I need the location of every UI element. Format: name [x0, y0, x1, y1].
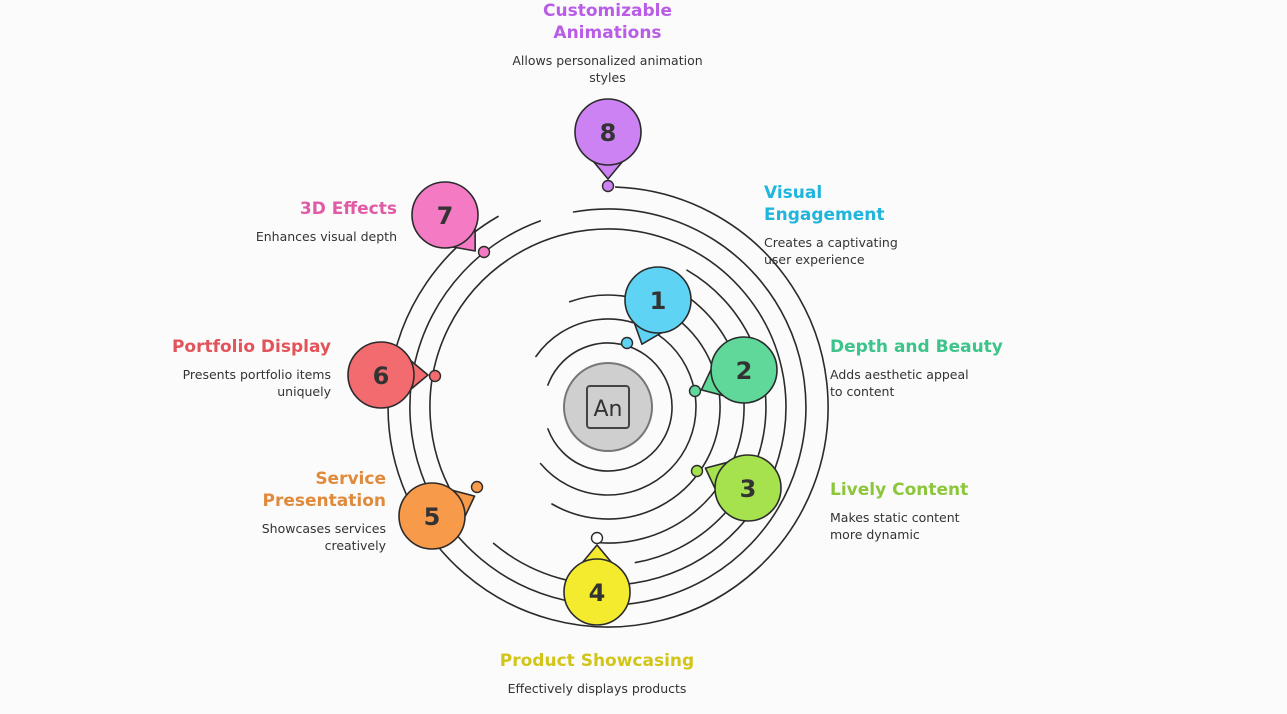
description-line: more dynamic	[830, 527, 920, 542]
label-title: Product Showcasing	[499, 651, 695, 671]
step-bubble-5: 5	[398, 480, 484, 550]
label-title: Visual Engagement	[764, 182, 964, 226]
step-bubble-4: 4	[563, 531, 631, 626]
animate-app-icon	[586, 385, 630, 429]
step-bubble-1: 1	[620, 266, 692, 350]
label-description: Allows personalized animation styles	[490, 52, 725, 86]
step-bubble-3: 3	[690, 454, 782, 522]
orbit-dot	[470, 480, 484, 494]
bubble-number: 6	[373, 362, 390, 390]
label-title: Service Presentation	[196, 468, 386, 512]
step-bubble-7: 7	[411, 181, 491, 259]
label-title: Customizable Animations	[490, 0, 725, 44]
label-service-presentation: Service Presentation Showcases services …	[196, 468, 386, 554]
label-description: Makes static content more dynamic	[830, 509, 1030, 543]
description-line: styles	[589, 70, 626, 85]
orbit-arc	[547, 342, 673, 472]
orbit-arc	[595, 278, 745, 544]
label-depth-and-beauty: Depth and Beauty Adds aesthetic appeal t…	[830, 336, 1030, 400]
description-line: Showcases services	[261, 521, 386, 536]
bubble-fill	[400, 484, 464, 548]
orbit-dot	[620, 336, 634, 350]
bubble-number: 3	[740, 475, 757, 503]
label-description: Showcases services creatively	[196, 520, 386, 554]
bubble-number: 8	[600, 119, 617, 147]
step-bubble-6: 6	[347, 341, 442, 409]
label-description: Enhances visual depth	[197, 228, 397, 245]
label-lively-content: Lively Content Makes static content more…	[830, 479, 1030, 543]
center-logo: An	[563, 362, 653, 452]
orbit-arc	[634, 269, 767, 564]
bubble-fill	[716, 456, 780, 520]
bubble-number: 5	[424, 503, 441, 531]
description-line: to content	[830, 384, 895, 399]
description-line: Adds aesthetic appeal	[830, 367, 969, 382]
description-line: Effectively displays products	[507, 681, 687, 696]
step-bubbles: 1 2 3 4 5 6 7 8	[347, 98, 782, 626]
bubble-fill	[712, 338, 776, 402]
label-description: Adds aesthetic appeal to content	[830, 366, 1030, 400]
description-line: uniquely	[277, 384, 331, 399]
bubble-number: 2	[736, 357, 753, 385]
label-3d-effects: 3D Effects Enhances visual depth	[197, 198, 397, 245]
label-visual-engagement: Visual Engagement Creates a captivating …	[764, 182, 964, 268]
orbit-dot	[590, 531, 604, 545]
label-title: Depth and Beauty	[830, 337, 1003, 357]
bubble-number: 7	[437, 202, 454, 230]
step-bubble-8: 8	[574, 98, 642, 193]
label-title: Lively Content	[830, 480, 969, 500]
label-title: Portfolio Display	[171, 337, 331, 357]
bubble-number: 4	[589, 579, 606, 607]
label-title: 3D Effects	[299, 199, 397, 219]
label-portfolio-display: Portfolio Display Presents portfolio ite…	[131, 336, 331, 400]
description-line: Allows personalized animation	[512, 53, 703, 68]
orbit-dot	[601, 179, 615, 193]
bubble-fill	[349, 343, 413, 407]
orbit-arc	[429, 228, 787, 586]
title-line: Engagement	[764, 205, 885, 225]
description-line: Enhances visual depth	[255, 229, 397, 244]
title-line: Animations	[553, 23, 662, 43]
label-description: Creates a captivating user experience	[764, 234, 964, 268]
center-circle	[563, 362, 653, 452]
label-description: Effectively displays products	[467, 680, 727, 697]
bubble-number: 1	[650, 287, 667, 315]
orbit-dot	[688, 384, 702, 398]
bubble-fill	[413, 183, 477, 247]
bubble-fill	[626, 268, 690, 332]
orbit-dot	[428, 369, 442, 383]
description-line: creatively	[324, 538, 386, 553]
label-description: Presents portfolio items uniquely	[131, 366, 331, 400]
title-line: Visual	[764, 183, 823, 203]
bubble-fill	[576, 100, 640, 164]
orbit-arc	[535, 318, 697, 496]
center-logo-text: An	[594, 397, 623, 422]
description-line: Makes static content	[830, 510, 960, 525]
step-bubble-2: 2	[688, 336, 778, 404]
label-customizable-animations: Customizable Animations Allows personali…	[490, 0, 725, 86]
description-line: user experience	[764, 252, 865, 267]
title-line: Customizable	[543, 1, 672, 21]
bubble-fill	[565, 560, 629, 624]
description-line: Creates a captivating	[764, 235, 898, 250]
description-line: Presents portfolio items	[182, 367, 331, 382]
title-line: Service	[315, 469, 386, 489]
orbit-arc	[409, 208, 807, 606]
orbit-dot	[690, 464, 704, 478]
title-line: Presentation	[262, 491, 386, 511]
orbit-dot	[477, 245, 491, 259]
label-product-showcasing: Product Showcasing Effectively displays …	[467, 650, 727, 697]
